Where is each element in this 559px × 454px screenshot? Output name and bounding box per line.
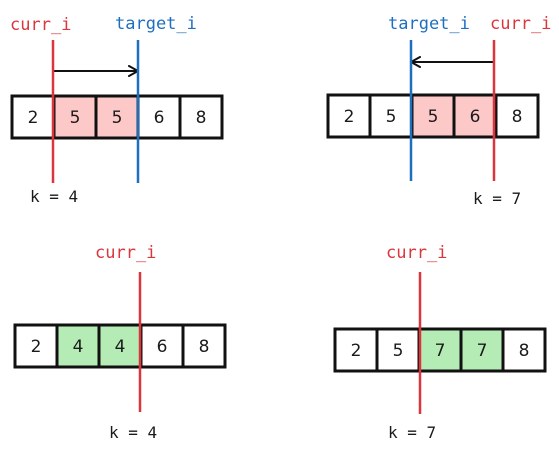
array-value: 4 xyxy=(115,337,126,357)
target-i-label: target_i xyxy=(115,14,197,34)
curr-i-label: curr_i xyxy=(95,243,156,263)
array-cell-4 xyxy=(494,93,540,139)
panel-top-right: target_i curr_i 2 5 5 6 8 k = 7 xyxy=(326,14,551,208)
array-row: 2 5 5 6 8 xyxy=(10,94,224,140)
array-value: 8 xyxy=(199,337,210,357)
target-i-label: target_i xyxy=(388,14,470,34)
array-value: 7 xyxy=(477,341,488,361)
array-row: 2 5 7 7 8 xyxy=(333,327,547,373)
array-value: 8 xyxy=(519,341,530,361)
array-row: 2 5 5 6 8 xyxy=(326,93,540,139)
k-label: k = 4 xyxy=(30,187,78,206)
array-cell-0 xyxy=(333,327,379,373)
array-value: 4 xyxy=(73,337,84,357)
array-value: 7 xyxy=(435,341,446,361)
array-value: 8 xyxy=(196,108,207,128)
array-value: 5 xyxy=(112,108,123,128)
array-cell-0 xyxy=(13,323,59,369)
curr-i-label: curr_i xyxy=(386,243,447,263)
array-cell-4 xyxy=(178,94,224,140)
curr-i-label: curr_i xyxy=(490,14,551,34)
array-value: 2 xyxy=(344,107,355,127)
array-value: 5 xyxy=(393,341,404,361)
array-cell-4 xyxy=(181,323,227,369)
k-label: k = 7 xyxy=(473,189,521,208)
panel-bottom-right: curr_i 2 5 7 7 8 k = 7 xyxy=(333,243,547,442)
array-row: 2 4 4 6 8 xyxy=(13,323,227,369)
panel-top-left: curr_i target_i 2 5 5 6 8 k = 4 xyxy=(10,14,224,206)
array-value: 5 xyxy=(70,108,81,128)
array-cell-2 xyxy=(97,323,143,369)
k-label: k = 7 xyxy=(388,423,436,442)
array-value: 5 xyxy=(386,107,397,127)
array-cell-2 xyxy=(94,94,140,140)
array-value: 6 xyxy=(154,108,165,128)
array-value: 6 xyxy=(470,107,481,127)
array-cell-1 xyxy=(375,327,421,373)
array-value: 2 xyxy=(351,341,362,361)
curr-i-label: curr_i xyxy=(10,15,71,35)
array-value: 5 xyxy=(428,107,439,127)
array-cell-1 xyxy=(55,323,101,369)
array-cell-0 xyxy=(326,93,372,139)
array-cell-4 xyxy=(501,327,547,373)
array-cell-3 xyxy=(459,327,505,373)
array-value: 2 xyxy=(28,108,39,128)
array-value: 6 xyxy=(157,337,168,357)
panel-bottom-left: curr_i 2 4 4 6 8 k = 4 xyxy=(13,243,227,442)
k-label: k = 4 xyxy=(109,423,157,442)
array-value: 8 xyxy=(512,107,523,127)
array-value: 2 xyxy=(31,337,42,357)
